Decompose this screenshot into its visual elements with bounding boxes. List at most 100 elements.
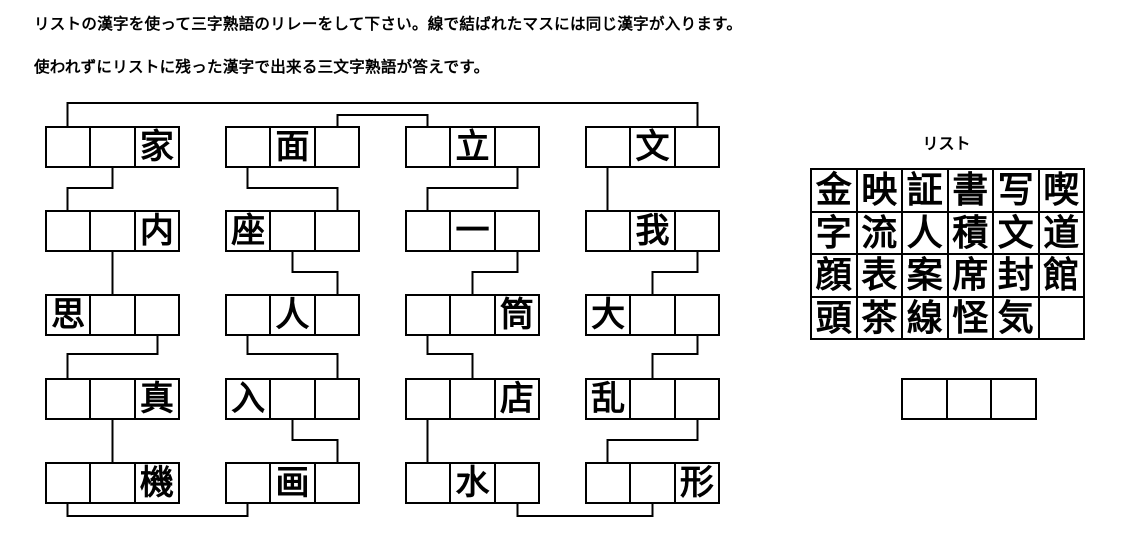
puzzle-cell-given: 店 <box>493 380 538 418</box>
connector-line <box>471 252 519 294</box>
puzzle-cell-empty[interactable] <box>313 380 358 418</box>
puzzle-cell-given: 面 <box>269 128 313 166</box>
connector-line <box>246 168 339 210</box>
puzzle-cell-empty[interactable] <box>269 380 313 418</box>
puzzle-cell-empty[interactable] <box>313 296 358 334</box>
puzzle-cell-empty[interactable] <box>587 212 629 250</box>
list-kanji-cell: 人 <box>902 211 948 254</box>
puzzle-cell-empty[interactable] <box>407 212 449 250</box>
kanji-list-table: 金映証書写喫字流人積文道顔表案席封館頭茶線怪気 <box>810 168 1085 340</box>
puzzle-cell-empty[interactable] <box>673 380 718 418</box>
puzzle-cell-empty[interactable] <box>673 128 718 166</box>
list-kanji-cell: 文 <box>993 211 1039 254</box>
puzzle-cell-empty[interactable] <box>47 212 89 250</box>
list-kanji-cell: 流 <box>856 211 902 254</box>
puzzle-box-row1-col4: 文 <box>585 126 720 168</box>
puzzle-cell-empty[interactable] <box>407 128 449 166</box>
list-kanji-cell: 案 <box>902 254 948 297</box>
puzzle-box-row3-col2: 人 <box>225 294 360 336</box>
list-kanji-cell: 道 <box>1038 211 1084 254</box>
list-kanji-cell: 金 <box>811 169 857 212</box>
puzzle-box-row3-col3: 筒 <box>405 294 540 336</box>
puzzle-cell-empty[interactable] <box>629 296 673 334</box>
puzzle-cell-empty[interactable] <box>133 296 178 334</box>
list-kanji-cell: 喫 <box>1038 169 1084 212</box>
puzzle-box-row5-col3: 水 <box>405 462 540 504</box>
puzzle-cell-given: 筒 <box>493 296 538 334</box>
puzzle-cell-empty[interactable] <box>673 296 718 334</box>
list-kanji-cell: 線 <box>902 296 948 339</box>
list-kanji-cell: 字 <box>811 211 857 254</box>
puzzle-cell-empty[interactable] <box>47 128 89 166</box>
answer-cell[interactable] <box>945 380 991 418</box>
puzzle-cell-empty[interactable] <box>227 128 269 166</box>
connector-line <box>516 504 654 517</box>
puzzle-box-row4-col4: 乱 <box>585 378 720 420</box>
puzzle-cell-empty[interactable] <box>89 212 133 250</box>
puzzle-cell-empty[interactable] <box>493 464 538 502</box>
connector-line <box>291 420 339 462</box>
list-kanji-cell: 証 <box>902 169 948 212</box>
puzzle-cell-empty[interactable] <box>313 212 358 250</box>
answer-box <box>901 378 1037 420</box>
list-kanji-cell: 積 <box>947 211 993 254</box>
puzzle-cell-given: 立 <box>449 128 493 166</box>
connector-line <box>606 420 699 462</box>
puzzle-cell-empty[interactable] <box>89 380 133 418</box>
puzzle-box-row5-col1: 機 <box>45 462 180 504</box>
puzzle-cell-empty[interactable] <box>47 464 89 502</box>
puzzle-cell-empty[interactable] <box>269 212 313 250</box>
puzzle-cell-given: 人 <box>269 296 313 334</box>
puzzle-cell-given: 真 <box>133 380 178 418</box>
puzzle-cell-empty[interactable] <box>407 296 449 334</box>
list-kanji-cell: 席 <box>947 254 993 297</box>
puzzle-cell-empty[interactable] <box>47 380 89 418</box>
puzzle-cell-empty[interactable] <box>89 296 133 334</box>
list-kanji-cell: 顔 <box>811 254 857 297</box>
puzzle-cell-empty[interactable] <box>493 212 538 250</box>
connector-line <box>426 336 474 378</box>
answer-cell[interactable] <box>903 380 946 418</box>
instruction-line-2: 使われずにリストに残った漢字で出来る三文字熟語が答えです。 <box>34 59 490 76</box>
list-kanji-cell: 館 <box>1038 254 1084 297</box>
puzzle-cell-given: 入 <box>231 380 266 418</box>
puzzle-cell-empty[interactable] <box>449 296 493 334</box>
puzzle-cell-empty[interactable] <box>587 464 629 502</box>
puzzle-box-row2-col4: 我 <box>585 210 720 252</box>
list-kanji-cell: 写 <box>993 169 1039 212</box>
puzzle-cell-empty[interactable] <box>629 464 673 502</box>
list-kanji-cell: 茶 <box>856 296 902 339</box>
puzzle-cell-given: 思 <box>51 296 86 334</box>
connector-line <box>336 114 429 126</box>
puzzle-box-row4-col1: 真 <box>45 378 180 420</box>
puzzle-cell-empty[interactable] <box>89 464 133 502</box>
puzzle-box-row2-col2: 座 <box>225 210 360 252</box>
list-kanji-cell: 映 <box>856 169 902 212</box>
list-empty-cell <box>1038 296 1084 339</box>
puzzle-cell-empty[interactable] <box>673 212 718 250</box>
puzzle-cell-given: 文 <box>629 128 673 166</box>
puzzle-box-row2-col1: 内 <box>45 210 180 252</box>
connector-line <box>246 336 339 378</box>
puzzle-cell-empty[interactable] <box>587 128 629 166</box>
puzzle-cell-empty[interactable] <box>449 380 493 418</box>
puzzle-cell-empty[interactable] <box>313 464 358 502</box>
connector-line <box>66 504 249 517</box>
puzzle-cell-empty[interactable] <box>227 464 269 502</box>
puzzle-cell-empty[interactable] <box>407 464 449 502</box>
puzzle-cell-empty[interactable] <box>313 128 358 166</box>
puzzle-cell-empty[interactable] <box>493 128 538 166</box>
puzzle-box-row1-col2: 面 <box>225 126 360 168</box>
list-kanji-cell: 頭 <box>811 296 857 339</box>
puzzle-cell-given: 機 <box>133 464 178 502</box>
answer-cell[interactable] <box>990 380 1035 418</box>
puzzle-cell-empty[interactable] <box>227 296 269 334</box>
puzzle-cell-empty[interactable] <box>629 380 673 418</box>
puzzle-box-row5-col4: 形 <box>585 462 720 504</box>
puzzle-cell-given: 形 <box>673 464 718 502</box>
puzzle-cell-empty[interactable] <box>89 128 133 166</box>
puzzle-cell-given: 水 <box>449 464 493 502</box>
puzzle-cell-empty[interactable] <box>407 380 449 418</box>
list-kanji-cell: 封 <box>993 254 1039 297</box>
